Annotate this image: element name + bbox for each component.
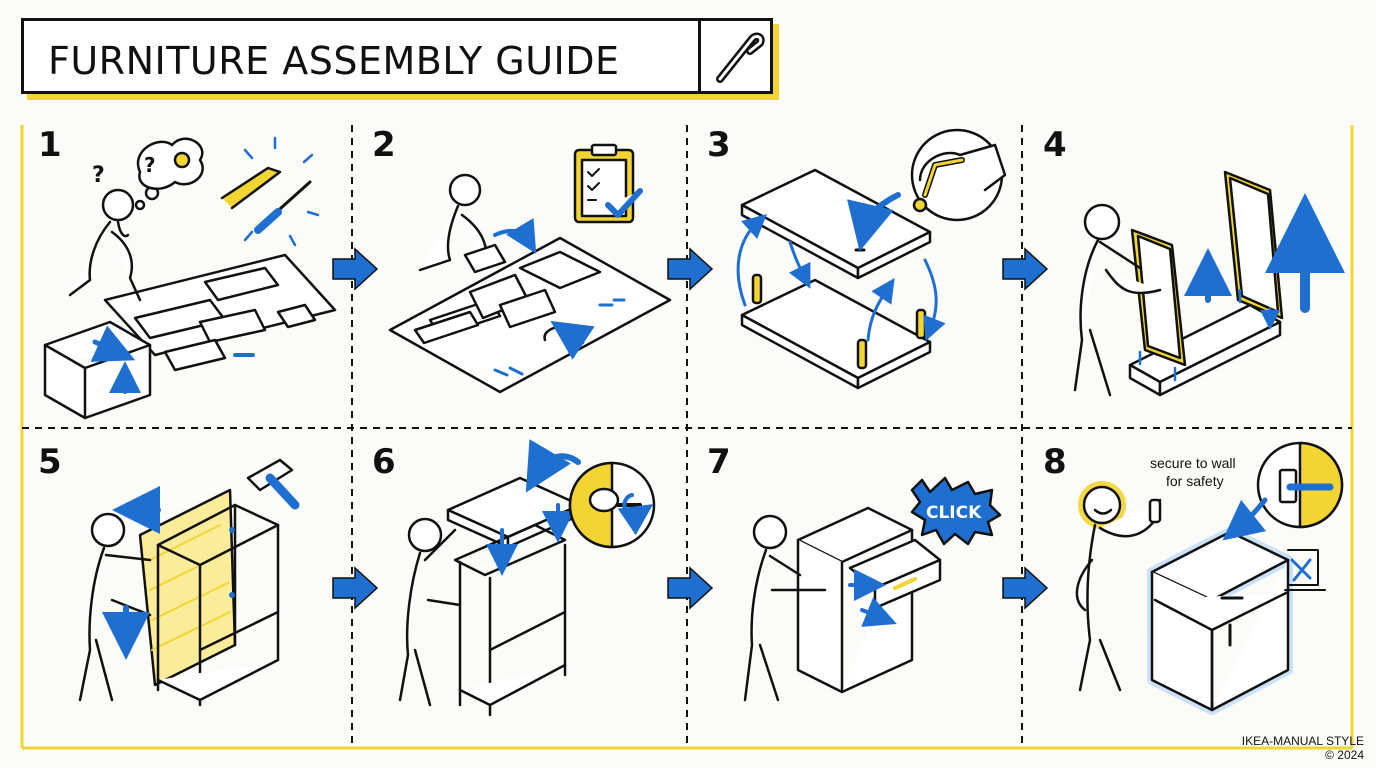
step-number-7: 7 [707,442,731,482]
panel-3-illustration [736,128,1007,390]
step-number-2: 2 [372,125,396,165]
step-number-8: 8 [1043,442,1067,482]
arrow-right-icon [332,247,379,291]
panel-7-illustration [743,476,1002,702]
panel-8-illustration [1075,441,1344,715]
guide-frame [20,125,1354,750]
wall-note-line1: secure to wall [1150,455,1236,471]
panel-1-illustration: ? ? [43,136,337,420]
wall-note-line2: for safety [1166,473,1224,489]
footer-style: IKEA-MANUAL STYLE [1241,734,1364,748]
step-number-3: 3 [707,125,731,165]
arrow-right-icon [1002,247,1049,291]
panel-grid [22,125,1352,745]
step-number-4: 4 [1043,125,1067,165]
arrow-right-icon [667,247,714,291]
title-divider [698,21,701,91]
title-banner: FURNITURE ASSEMBLY GUIDE [21,18,773,94]
arrow-right-icon [667,566,714,610]
panel-5-illustration [78,458,300,707]
arrow-right-icon [1002,566,1049,610]
step-arrows [332,247,1049,610]
click-callout: CLICK [926,503,982,523]
step-number-6: 6 [372,442,396,482]
panel-2-illustration [388,143,672,394]
step-number-1: 1 [38,125,62,165]
svg-text:?: ? [144,153,156,177]
page-title: FURNITURE ASSEMBLY GUIDE [48,39,620,83]
allen-key-icon [716,32,765,83]
panel-4-illustration [1073,170,1345,397]
panel-6-illustration [398,439,656,717]
arrow-right-icon [332,566,379,610]
svg-text:?: ? [92,163,105,188]
click-burst-icon [910,476,1002,546]
footer-copyright: © 2024 [1325,748,1364,762]
step-number-5: 5 [38,442,62,482]
footer-credit: IKEA-MANUAL STYLE © 2024 [1242,734,1364,762]
